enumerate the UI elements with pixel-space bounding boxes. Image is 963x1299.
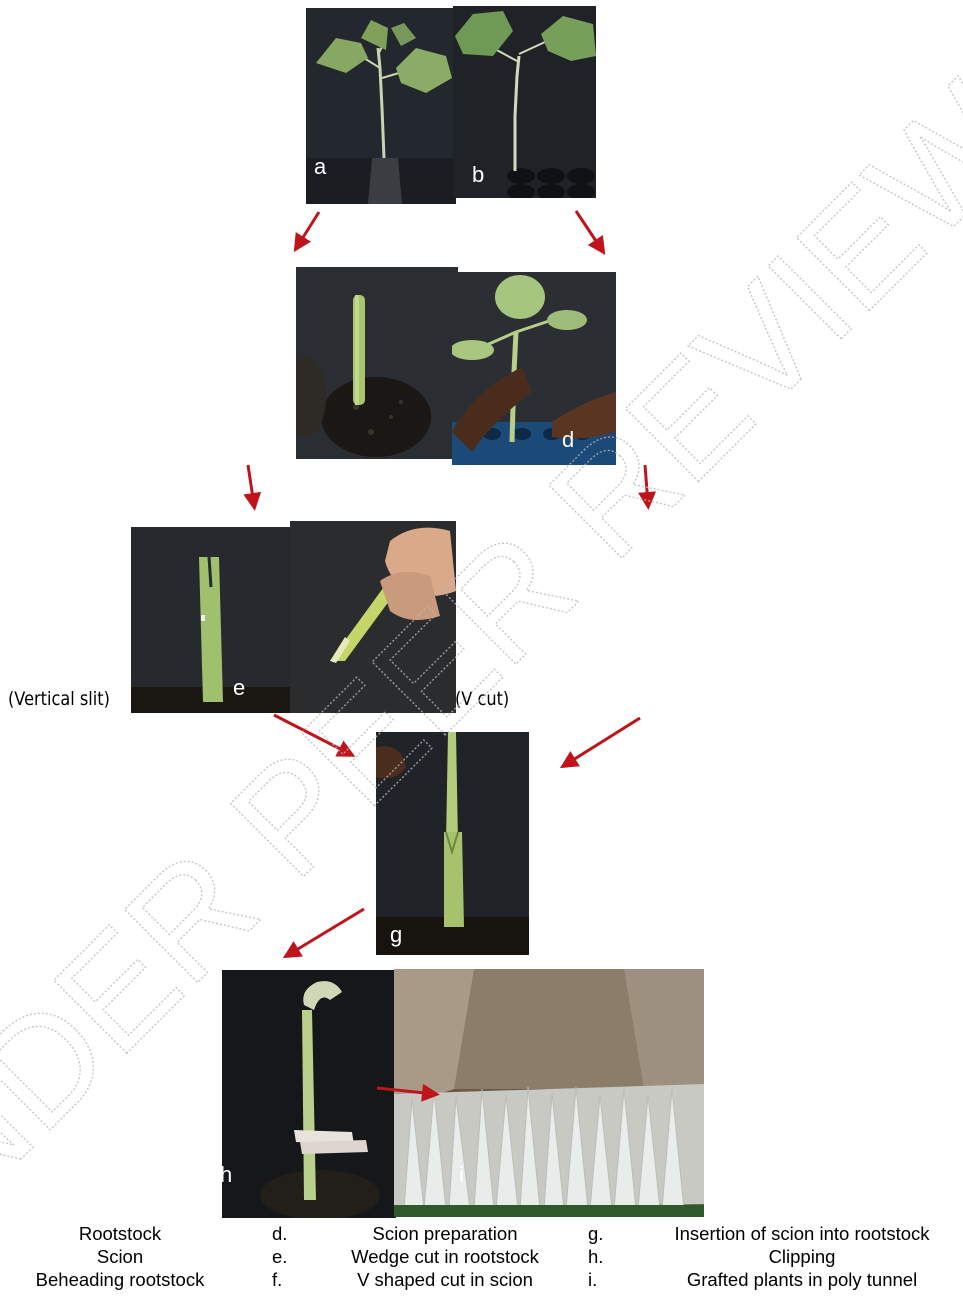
legend-item-g: Insertion of scion into rootstock: [642, 1223, 962, 1244]
legend-letter-e: e.: [272, 1246, 287, 1267]
legend-letter-d: d.: [272, 1223, 287, 1244]
legend-row: Beheading rootstock f. V shaped cut in s…: [0, 1269, 963, 1290]
legend-letter-i: i.: [588, 1269, 597, 1290]
legend-item-h: Clipping: [642, 1246, 962, 1267]
legend-item-b: Scion: [0, 1246, 240, 1267]
arrow-c-to-e: [248, 465, 254, 505]
arrow-e-to-g: [274, 715, 350, 754]
arrow-f-to-g: [565, 718, 640, 765]
figure-legend: Rootstock d. Scion preparation g. Insert…: [0, 1223, 963, 1299]
legend-item-e: Wedge cut in rootstock: [330, 1246, 560, 1267]
legend-row: Rootstock d. Scion preparation g. Insert…: [0, 1223, 963, 1244]
legend-item-i: Grafted plants in poly tunnel: [642, 1269, 962, 1290]
legend-letter-g: g.: [588, 1223, 603, 1244]
arrow-to-bags: [377, 1088, 434, 1094]
legend-row: Scion e. Wedge cut in rootstock h. Clipp…: [0, 1246, 963, 1267]
legend-letter-f: f.: [272, 1269, 282, 1290]
arrow-b-to-d: [576, 211, 602, 250]
arrow-g-to-h: [288, 909, 364, 955]
legend-item-f: V shaped cut in scion: [330, 1269, 560, 1290]
legend-letter-h: h.: [588, 1246, 603, 1267]
legend-item-a: Rootstock: [0, 1223, 240, 1244]
legend-item-d: Scion preparation: [330, 1223, 560, 1244]
legend-item-c: Beheading rootstock: [0, 1269, 240, 1290]
arrow-d-to-f: [645, 465, 648, 504]
arrow-a-to-c: [297, 212, 319, 247]
